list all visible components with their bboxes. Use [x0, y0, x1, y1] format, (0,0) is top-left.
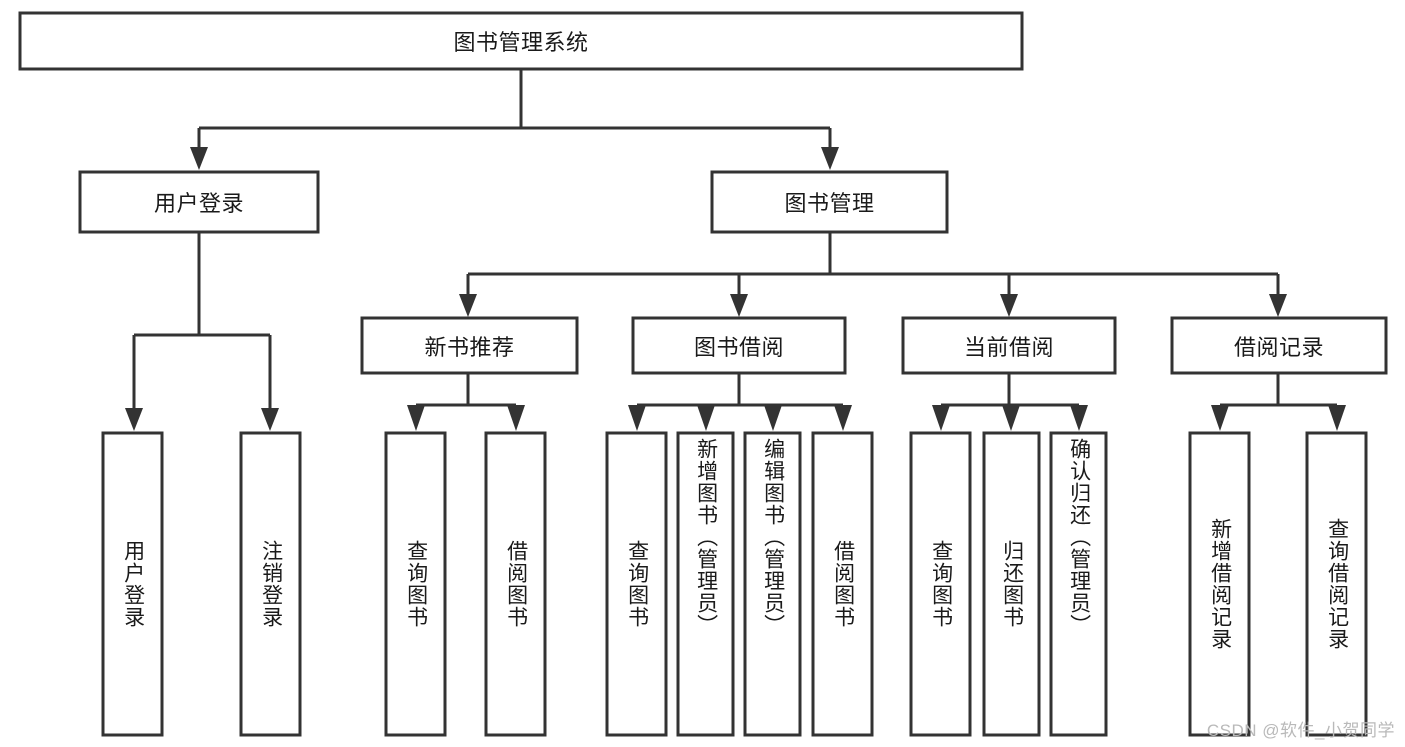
arrow-borrow-l3 — [764, 405, 782, 431]
leaf-box-logout-login[interactable] — [239, 431, 302, 737]
node-borrow-record-box[interactable] — [1170, 316, 1388, 375]
arrow-newbook-l2 — [507, 405, 525, 431]
arrow-bookmgmt-to-borrow — [730, 294, 748, 317]
leaf-box-query-book-2[interactable] — [605, 431, 668, 737]
arrow-borrow-l2 — [697, 405, 715, 431]
leaf-box-query-book-1[interactable] — [384, 431, 447, 737]
arrow-borrow-l1 — [628, 405, 646, 431]
arrow-root-to-book-mgmt — [821, 147, 839, 170]
node-book-borrow-box[interactable] — [631, 316, 847, 375]
arrow-borrow-l4 — [834, 405, 852, 431]
leaf-box-add-borrow-record[interactable] — [1188, 431, 1251, 737]
leaf-box-query-borrow-record[interactable] — [1305, 431, 1368, 737]
arrow-bookmgmt-to-current — [1000, 294, 1018, 317]
leaf-box-return-book[interactable] — [982, 431, 1041, 737]
leaf-box-edit-book-admin[interactable] — [743, 431, 802, 737]
csdn-watermark: CSDN @软件_小贺同学 — [1206, 721, 1395, 740]
leaf-box-borrow-book-1[interactable] — [484, 431, 547, 737]
arrow-root-to-user-login — [190, 147, 208, 170]
leaf-box-user-login[interactable] — [101, 431, 164, 737]
leaf-box-confirm-return-admin[interactable] — [1049, 431, 1108, 737]
arrow-userlogin-right — [261, 408, 279, 431]
arrow-current-l3 — [1070, 405, 1088, 431]
arrow-record-l1 — [1211, 405, 1229, 431]
connector-group-current — [932, 373, 1088, 431]
connector-group-newbook — [407, 373, 525, 431]
arrow-record-l2 — [1328, 405, 1346, 431]
node-current-borrow-box[interactable] — [901, 316, 1117, 375]
leaf-box-borrow-book-2[interactable] — [811, 431, 874, 737]
node-root-box[interactable] — [18, 11, 1024, 71]
arrow-bookmgmt-to-newbook — [459, 294, 477, 317]
arrow-current-l1 — [932, 405, 950, 431]
connector-group-book-mgmt — [459, 232, 1287, 317]
node-book-mgmt-box[interactable] — [710, 170, 949, 234]
node-new-book-recommend-box[interactable] — [360, 316, 579, 375]
connector-group-user-login — [125, 232, 279, 431]
connector-group-borrow — [628, 373, 852, 431]
connector-group-record — [1211, 373, 1346, 431]
arrow-current-l2 — [1002, 405, 1020, 431]
node-user-login-box[interactable] — [78, 170, 320, 234]
arrow-bookmgmt-to-record — [1269, 294, 1287, 317]
arrow-newbook-l1 — [407, 405, 425, 431]
arrow-userlogin-left — [125, 408, 143, 431]
leaf-box-query-book-3[interactable] — [909, 431, 972, 737]
connector-group-root — [190, 69, 839, 170]
leaf-box-add-book-admin[interactable] — [676, 431, 735, 737]
